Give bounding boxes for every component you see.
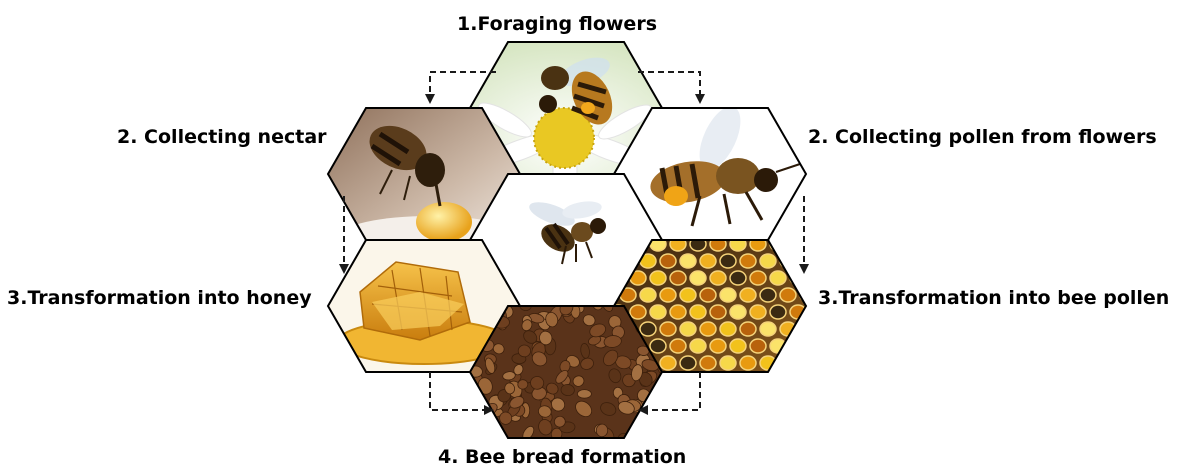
comb-cell — [650, 305, 666, 319]
bread-granule — [649, 403, 667, 423]
comb-cell — [660, 356, 676, 370]
comb-cell — [690, 271, 706, 285]
comb-cell — [750, 339, 766, 353]
comb-cell — [710, 305, 726, 319]
comb-cell — [680, 254, 696, 268]
comb-cell — [730, 339, 746, 353]
comb-cell — [670, 305, 686, 319]
comb-cell — [660, 322, 676, 336]
comb-cell — [730, 305, 746, 319]
comb-cell — [780, 288, 796, 302]
comb-cell — [650, 339, 666, 353]
comb-cell — [740, 288, 756, 302]
step-foraging-flowers: 1.Foraging flowers — [457, 13, 657, 35]
comb-cell — [760, 288, 776, 302]
bread-granule — [655, 386, 671, 402]
comb-cell — [800, 322, 816, 336]
comb-cell — [740, 356, 756, 370]
comb-cell — [630, 305, 646, 319]
bread-granule — [596, 424, 608, 437]
bread-granule — [650, 420, 668, 440]
comb-cell — [710, 271, 726, 285]
comb-cell — [790, 339, 806, 353]
comb-cell — [720, 254, 736, 268]
comb-cell — [660, 288, 676, 302]
bread-granule — [647, 406, 663, 421]
comb-cell — [780, 356, 796, 370]
comb-cell — [730, 271, 746, 285]
comb-cell — [700, 322, 716, 336]
comb-cell — [750, 271, 766, 285]
step-transformation-honey: 3.Transformation into honey — [7, 287, 312, 309]
comb-cell — [770, 271, 786, 285]
step-transformation-bee-pollen: 3.Transformation into bee pollen — [818, 287, 1169, 309]
comb-cell — [700, 356, 716, 370]
comb-cell — [760, 254, 776, 268]
comb-cell — [760, 322, 776, 336]
comb-cell — [680, 288, 696, 302]
comb-cell — [690, 305, 706, 319]
comb-cell — [640, 288, 656, 302]
bread-granule — [518, 345, 531, 357]
comb-cell — [660, 254, 676, 268]
step-collecting-nectar: 2. Collecting nectar — [117, 126, 327, 148]
comb-cell — [740, 322, 756, 336]
comb-cell — [720, 288, 736, 302]
comb-cell — [720, 322, 736, 336]
comb-cell — [700, 254, 716, 268]
comb-cell — [720, 356, 736, 370]
comb-cell — [680, 356, 696, 370]
comb-cell — [640, 322, 656, 336]
step-bee-bread-formation: 4. Bee bread formation — [438, 446, 686, 468]
step-collecting-pollen: 2. Collecting pollen from flowers — [808, 126, 1157, 148]
comb-cell — [770, 305, 786, 319]
comb-cell — [750, 305, 766, 319]
comb-cell — [650, 271, 666, 285]
comb-cell — [690, 339, 706, 353]
bread-granule — [654, 383, 667, 394]
comb-cell — [800, 356, 816, 370]
comb-cell — [800, 254, 816, 268]
comb-cell — [670, 339, 686, 353]
comb-cell — [670, 271, 686, 285]
bread-granule — [577, 390, 591, 399]
comb-cell — [740, 254, 756, 268]
comb-cell — [680, 322, 696, 336]
comb-cell — [700, 288, 716, 302]
comb-cell — [710, 339, 726, 353]
